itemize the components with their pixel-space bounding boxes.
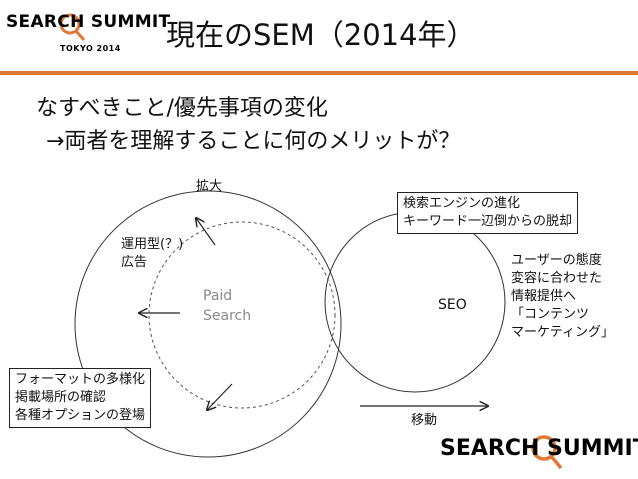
footer-search-summit-logo: SEARCH SUMMIT (440, 430, 638, 476)
logo-text: SEARCH SUMMIT (6, 12, 171, 32)
label-operational-ads: 運用型(？) 広告 (121, 237, 184, 270)
page-title: 現在のSEM（2014年） (166, 18, 476, 52)
logo-subtext: TOKYO 2014 (60, 44, 121, 53)
footer-magnifier-icon (531, 435, 563, 470)
footer-logo-text: SEARCH SUMMIT (440, 436, 638, 461)
large-circle (74, 190, 342, 458)
label-move: 移動 (411, 413, 438, 428)
label-paid-search: Paid Search (203, 288, 252, 324)
search-engine-evolution-box: 検索エンジンの進化 キーワード一辺倒からの脱却 (397, 192, 579, 234)
arrow-up-left (196, 218, 216, 246)
logo-magnifier-icon (59, 13, 86, 41)
label-seo: SEO (438, 297, 467, 313)
format-diversification-box: フォーマットの多様化 掲載場所の確認 各種オプションの登場 (9, 368, 152, 428)
user-attitude-note: ユーザーの態度 変容に合わせた 情報提供へ 「コンテンツ マーケティング」 (511, 253, 614, 340)
label-expand: 拡大 (196, 179, 223, 194)
heading-line-1: なすべきこと/優先事項の変化 (36, 96, 328, 121)
arrow-down-left (207, 383, 233, 410)
paid-search-circle (148, 221, 336, 409)
seo-circle (324, 211, 506, 393)
heading-line-2: →両者を理解することに何のメリットが？ (46, 129, 461, 154)
search-summit-logo: SEARCH SUMMIT TOKYO 2014 (6, 8, 170, 68)
title-divider (0, 71, 638, 75)
